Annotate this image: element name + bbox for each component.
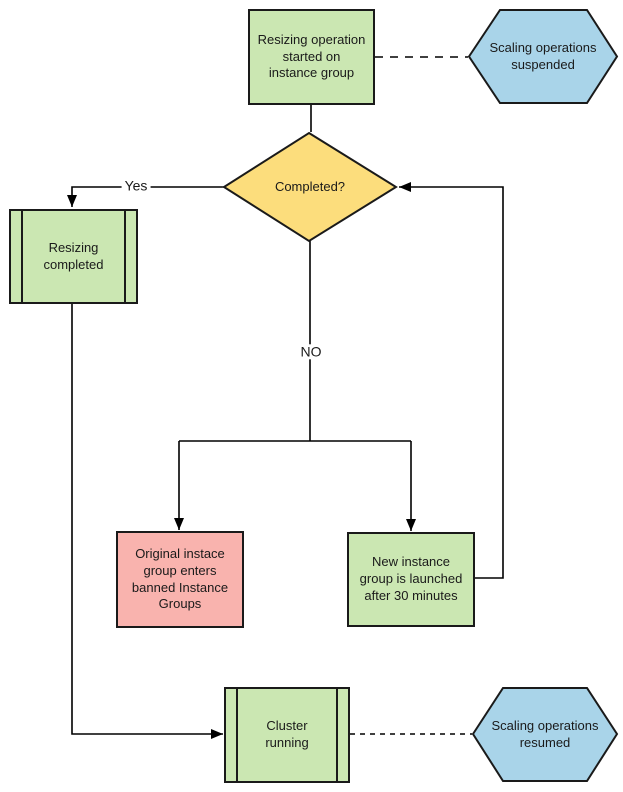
yes-edge-label: Yes xyxy=(121,177,151,194)
start-node-shape xyxy=(248,9,375,105)
resumed-node-shape xyxy=(471,687,619,782)
edge-new-group-to-decision xyxy=(399,182,504,579)
decision-node-shape xyxy=(222,131,398,243)
connector-group xyxy=(67,56,504,739)
new-group-node-shape xyxy=(347,532,475,627)
cluster-running-node-shape xyxy=(224,687,350,783)
shape-group xyxy=(9,9,619,783)
resizing-completed-node-shape xyxy=(9,209,138,304)
suspended-node-shape xyxy=(467,9,619,104)
banned-node-shape xyxy=(116,531,244,628)
no-edge-label: NO xyxy=(297,343,325,360)
edge-completed-to-cluster xyxy=(71,303,223,739)
edge-yes xyxy=(67,186,224,207)
